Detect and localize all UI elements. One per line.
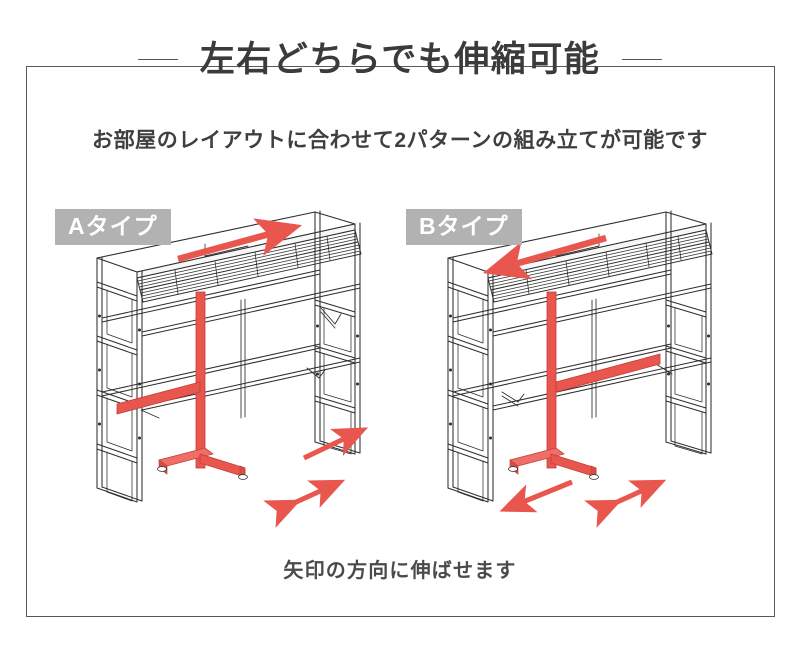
- lower-cross-bar: [555, 353, 661, 393]
- floor-adjust-arrow-a: [263, 479, 346, 528]
- back-cross-beams: [452, 269, 712, 411]
- page-title: 左右どちらでも伸縮可能: [199, 40, 601, 79]
- lower-cross-bar: [116, 381, 201, 415]
- red-support-assembly: [508, 291, 661, 480]
- page-title-row: 左右どちらでも伸縮可能: [0, 42, 800, 77]
- center-support-pole: [546, 291, 557, 469]
- floor-extension-arrow-b: [499, 479, 573, 513]
- title-rule-right-icon: [622, 59, 663, 60]
- red-support-assembly: [116, 291, 248, 480]
- page-subtitle: お部屋のレイアウトに合わせて2パターンの組み立てが可能です: [91, 129, 709, 152]
- left-side-panel: [96, 256, 143, 503]
- diagram-type-b: [406, 196, 774, 548]
- footer-caption: 矢印の方向に伸ばせます: [283, 560, 517, 582]
- top-extension-arrow-a: [177, 218, 303, 263]
- rack-illustration-type-b: [447, 210, 713, 528]
- arrow-group-type-a: [177, 218, 369, 528]
- badge-type-a: Aタイプ: [55, 209, 171, 246]
- rack-illustration-type-a: [96, 210, 369, 528]
- floor-extension-arrow-a: [302, 427, 369, 461]
- diagonal-braces: [140, 307, 342, 419]
- t-base-right-arm: [199, 453, 246, 478]
- top-extension-arrow-b: [483, 234, 607, 280]
- title-rule-left-icon: [137, 59, 178, 60]
- floor-adjust-arrow-b: [584, 479, 667, 528]
- content-frame-border: [26, 66, 775, 617]
- right-side-panel: [665, 210, 712, 455]
- diagram-type-a: [55, 196, 423, 548]
- arrow-group-type-b: [483, 234, 667, 528]
- badge-type-b: Bタイプ: [406, 209, 522, 246]
- diagonal-braces: [501, 363, 673, 407]
- center-support-pole: [195, 291, 206, 469]
- t-base-right-arm: [550, 453, 597, 478]
- back-cross-beams: [101, 269, 361, 411]
- left-side-panel: [447, 256, 494, 503]
